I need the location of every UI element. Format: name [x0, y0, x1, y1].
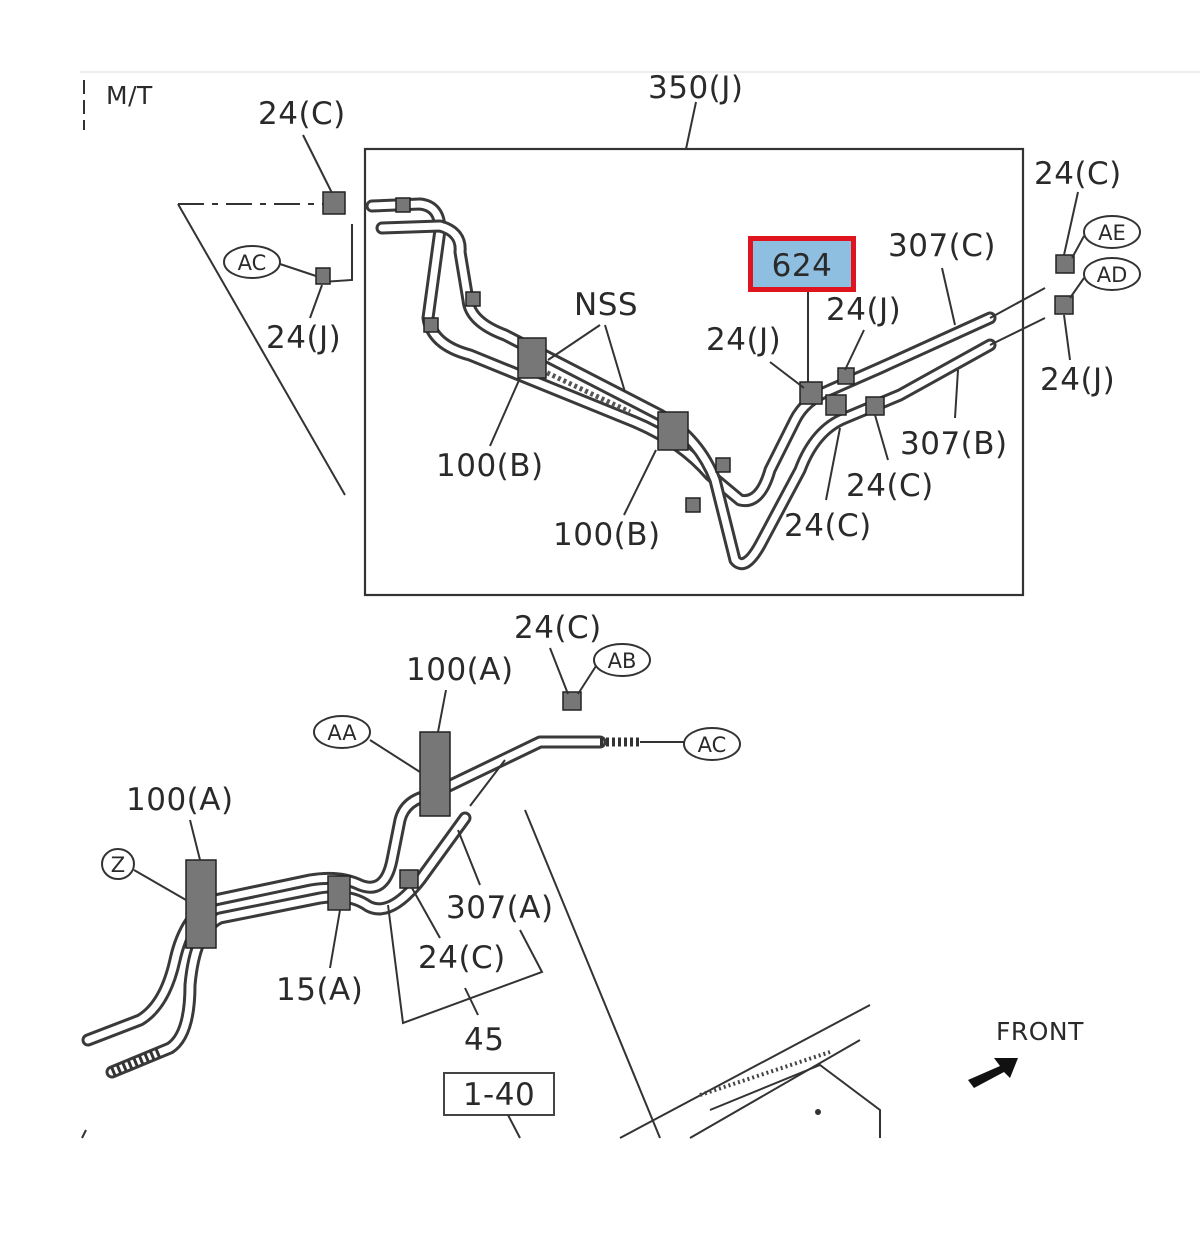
label-24j-right: 24(J): [1040, 362, 1115, 398]
label-24c-top-right: 24(C): [1034, 156, 1122, 192]
bracket-line: [321, 224, 353, 283]
label-24c-lower: 24(C): [514, 610, 602, 646]
clip-100b-left: [517, 337, 547, 379]
svg-text:AE: AE: [1098, 221, 1126, 245]
clip-100a-upper: [419, 731, 451, 817]
label-24c-inner2: 24(C): [784, 508, 872, 544]
chassis-outline: [524, 809, 881, 1139]
ref-box: 1-40: [443, 1072, 555, 1116]
label-45: 45: [464, 1022, 504, 1058]
highlight-624[interactable]: 624: [748, 236, 856, 292]
assembly-frame: [363, 147, 1025, 597]
circle-z: Z: [101, 848, 135, 880]
joint-24c-left: [322, 191, 346, 215]
svg-text:AC: AC: [238, 251, 267, 275]
svg-text:Z: Z: [111, 853, 125, 877]
circle-aa: AA: [313, 715, 371, 749]
svg-text:AD: AD: [1097, 263, 1128, 287]
bolt-24j-right: [1054, 295, 1074, 315]
mt-marker: M/T: [83, 80, 153, 130]
joint-24j-mid: [799, 381, 823, 405]
bolt-24c-right: [1055, 254, 1075, 274]
label-307b: 307(B): [900, 426, 1008, 462]
bracket-45: [387, 904, 544, 1025]
mt-label: M/T: [106, 81, 153, 110]
circle-ac-right: AC: [683, 727, 741, 761]
circle-ae: AE: [1083, 215, 1141, 249]
label-24c-inner1: 24(C): [846, 468, 934, 504]
front-arrow-icon: [968, 1058, 1018, 1088]
upper-clips: [322, 191, 1075, 513]
projection-lines-left: [177, 203, 346, 496]
circle-ad: AD: [1083, 257, 1141, 291]
label-100b-left: 100(B): [436, 448, 544, 484]
label-front: FRONT: [996, 1017, 1084, 1046]
svg-text:AB: AB: [608, 649, 637, 673]
label-ref: 1-40: [463, 1077, 535, 1113]
label-15a: 15(A): [276, 972, 363, 1008]
clip-100a-lower: [185, 859, 217, 949]
label-307c: 307(C): [888, 228, 996, 264]
front-indicator: FRONT: [968, 1017, 1084, 1088]
joint-24c-lower: [562, 691, 582, 711]
circle-ab: AB: [593, 643, 651, 677]
label-100b-mid: 100(B): [553, 517, 661, 553]
assembly-label: 350(J): [648, 70, 744, 106]
label-24c-bottom: 24(C): [418, 940, 506, 976]
svg-text:AA: AA: [327, 721, 357, 745]
clip-100b-mid: [657, 411, 689, 451]
label-624: 624: [772, 248, 833, 284]
label-307a: 307(A): [446, 890, 554, 926]
assembly-leader: [685, 101, 697, 150]
joint-24c-inner: [865, 396, 885, 416]
label-24j-left: 24(J): [266, 320, 341, 356]
joint-24c-bottom: [399, 869, 419, 889]
label-nss: NSS: [574, 287, 638, 323]
label-24j-mid: 24(J): [706, 322, 781, 358]
label-100a-upper: 100(A): [406, 652, 514, 688]
lower-clips: [185, 691, 582, 949]
clip-15a: [327, 875, 351, 911]
label-24c-top-left: 24(C): [258, 96, 346, 132]
label-100a-lower: 100(A): [126, 782, 234, 818]
svg-text:AC: AC: [698, 733, 727, 757]
label-24j-mid2: 24(J): [826, 292, 901, 328]
circle-ac-left: AC: [223, 245, 281, 279]
